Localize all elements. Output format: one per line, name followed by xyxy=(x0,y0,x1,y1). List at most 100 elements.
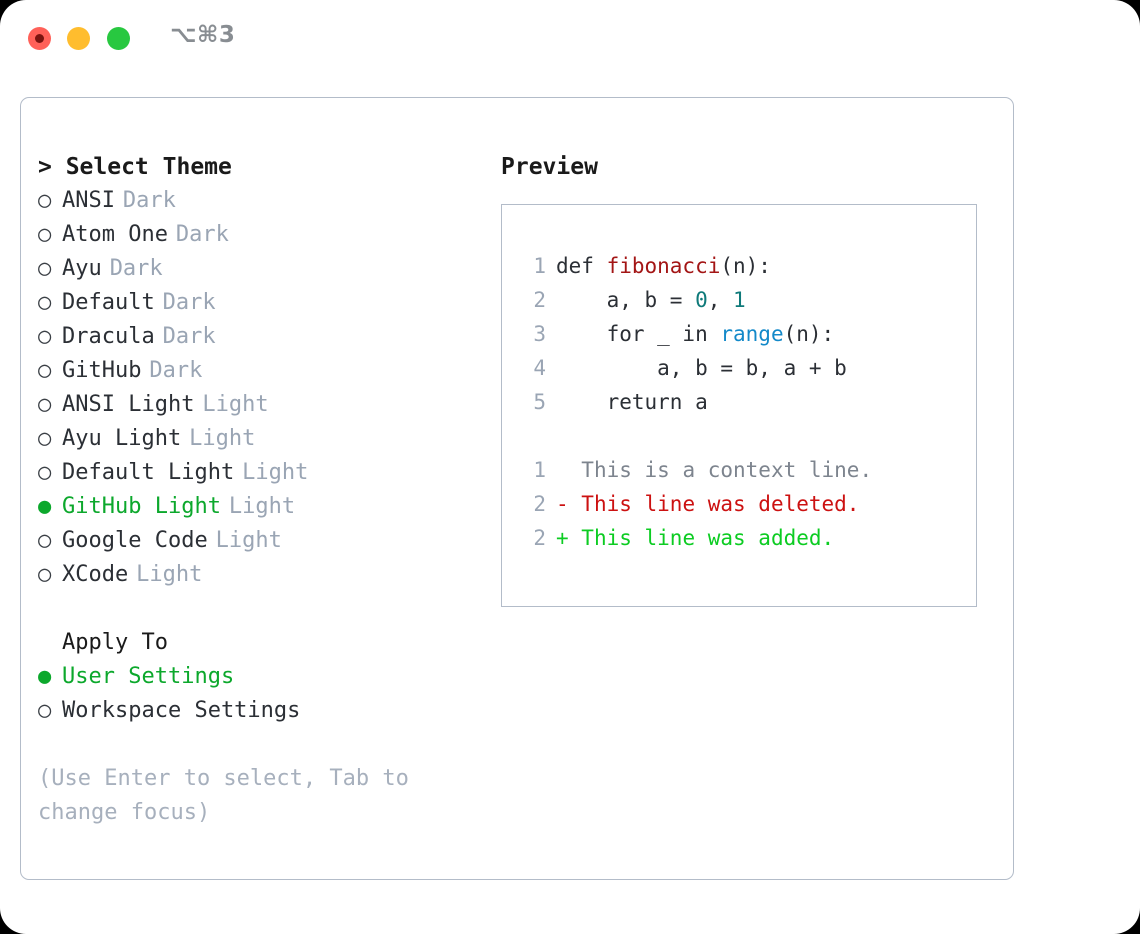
preview-heading: Preview xyxy=(501,154,598,180)
theme-list-item[interactable]: ○ Default Dark xyxy=(38,286,478,320)
code-text: a, b = b, a + b xyxy=(556,351,847,385)
theme-name: GitHub xyxy=(62,358,142,383)
theme-kind-label: Light xyxy=(202,392,269,417)
code-token: return a xyxy=(556,390,708,414)
theme-name: Default xyxy=(62,290,155,315)
diff-sign: - xyxy=(556,492,582,516)
diff-text: This is a context line. xyxy=(581,458,873,482)
theme-kind-label: Light xyxy=(136,562,203,587)
theme-kind-label: Dark xyxy=(175,222,229,247)
apply-to-item[interactable]: ○Workspace Settings xyxy=(38,694,478,728)
code-token: a, b = b, a + b xyxy=(556,356,847,380)
diff-text: This line was deleted. xyxy=(581,492,860,516)
code-token: 1 xyxy=(733,288,746,312)
apply-to-item[interactable]: ● User Settings xyxy=(38,660,478,694)
theme-name: Ayu xyxy=(62,256,102,281)
theme-kind-label: Dark xyxy=(149,358,203,383)
line-number: 2 xyxy=(533,526,546,550)
radio-unselected-icon: ○ xyxy=(38,562,52,587)
diff-line: 2- This line was deleted. xyxy=(520,487,976,521)
code-token: a, b = xyxy=(556,288,696,312)
apply-to-heading: Apply To xyxy=(62,630,168,655)
radio-unselected-icon: ○ xyxy=(38,222,52,247)
theme-list-item[interactable]: ○ Default Light Light xyxy=(38,456,478,490)
code-line: 1 def fibonacci(n): xyxy=(520,249,976,283)
code-token: def xyxy=(556,254,607,278)
radio-unselected-icon: ○ xyxy=(38,698,52,723)
theme-name: Google Code xyxy=(62,528,208,553)
diff-line: 1 This is a context line. xyxy=(520,453,976,487)
radio-unselected-icon: ○ xyxy=(38,290,52,315)
code-token: 0 xyxy=(695,288,708,312)
radio-selected-icon: ● xyxy=(38,664,52,689)
code-line: 3 for _ in range(n): xyxy=(520,317,976,351)
radio-unselected-icon: ○ xyxy=(38,392,52,417)
radio-unselected-icon: ○ xyxy=(38,324,52,349)
radio-unselected-icon: ○ xyxy=(38,426,52,451)
theme-name: ANSI Light xyxy=(62,392,195,417)
radio-unselected-icon: ○ xyxy=(38,460,52,485)
code-token: (n): xyxy=(783,322,835,346)
theme-kind-label: Dark xyxy=(162,290,216,315)
line-number: 1 xyxy=(533,458,546,482)
line-number: 4 xyxy=(533,356,546,380)
code-diff-spacer xyxy=(520,419,976,453)
radio-unselected-icon: ○ xyxy=(38,256,52,281)
minimize-window-button[interactable] xyxy=(67,27,90,50)
theme-kind-label: Light xyxy=(189,426,256,451)
code-token: , xyxy=(707,288,734,312)
theme-name: GitHub Light xyxy=(62,494,221,519)
theme-kind-label: Dark xyxy=(122,188,176,213)
theme-list-item[interactable]: ○ Dracula Dark xyxy=(38,320,478,354)
select-theme-heading: > Select Theme xyxy=(38,154,232,180)
theme-name: Default Light xyxy=(62,460,235,485)
theme-list-item[interactable]: ○ XCode Light xyxy=(38,558,478,592)
apply-to-section: Apply To ● User Settings ○Workspace Settin… xyxy=(38,626,478,728)
code-token: fibonacci xyxy=(606,254,721,278)
theme-name: Ayu Light xyxy=(62,426,182,451)
apply-to-list: ● User Settings ○Workspace Settings xyxy=(38,660,478,728)
apply-to-label: User Settings xyxy=(62,664,235,689)
line-number: 2 xyxy=(533,492,546,516)
theme-list-item[interactable]: ○ Google Code Light xyxy=(38,524,478,558)
theme-name: XCode xyxy=(62,562,129,587)
code-text: a, b = 0, 1 xyxy=(556,283,746,317)
diff-text: This line was added. xyxy=(581,526,835,550)
code-text: for _ in range(n): xyxy=(556,317,835,351)
radio-unselected-icon: ○ xyxy=(38,528,52,553)
keyboard-hint-text: (Use Enter to select, Tab to change focu… xyxy=(38,766,409,825)
close-window-button[interactable] xyxy=(28,27,51,50)
code-line: 2 a, b = 0, 1 xyxy=(520,283,976,317)
theme-kind-label: Light xyxy=(242,460,309,485)
diff-sample: 1 This is a context line.2- This line wa… xyxy=(520,453,976,555)
diff-sign xyxy=(556,453,581,487)
theme-list-item[interactable]: ○ Ayu Light Light xyxy=(38,422,478,456)
code-line: 4 a, b = b, a + b xyxy=(520,351,976,385)
line-number: 5 xyxy=(533,390,546,414)
maximize-window-button[interactable] xyxy=(107,27,130,50)
code-token: for _ in xyxy=(556,322,721,346)
radio-unselected-icon: ○ xyxy=(38,188,52,213)
theme-name: Dracula xyxy=(62,324,155,349)
code-text: return a xyxy=(556,385,708,419)
code-token: range xyxy=(720,322,784,346)
keyboard-shortcut-label: ⌥⌘3 xyxy=(170,22,236,48)
theme-kind-label: Dark xyxy=(162,324,216,349)
code-token: (n): xyxy=(720,254,771,278)
theme-list-item[interactable]: ○ ANSI Light Light xyxy=(38,388,478,422)
theme-kind-label: Light xyxy=(215,528,282,553)
diff-sign: + xyxy=(556,526,582,550)
title-bar: ⌥⌘3 xyxy=(0,0,1140,78)
line-number: 1 xyxy=(533,254,546,278)
